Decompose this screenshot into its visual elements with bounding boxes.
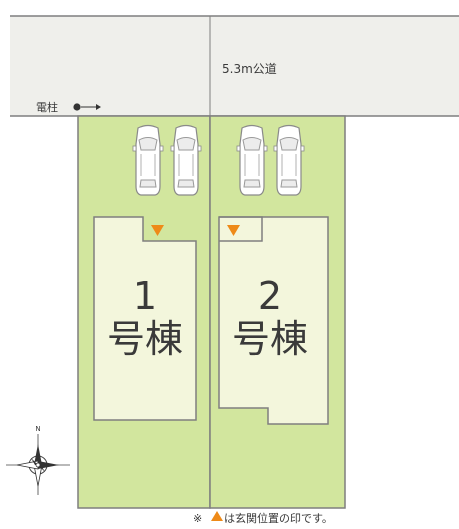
utility-pole-icon	[73, 103, 101, 111]
road-label: 5.3m公道	[222, 62, 277, 76]
entrance-triangle-icon	[227, 225, 240, 236]
legend-triangle-icon	[211, 511, 223, 521]
compass-rose-icon: N	[6, 425, 70, 495]
entrance-triangle-icon	[151, 225, 164, 236]
car-icon	[273, 124, 305, 196]
building-1	[93, 216, 197, 421]
building-2-entrance-recess	[219, 216, 263, 242]
unit-2-name: 号棟	[232, 317, 308, 361]
building-2	[218, 216, 329, 425]
unit-1-name: 号棟	[107, 317, 183, 361]
car-icon	[236, 124, 268, 196]
svg-text:N: N	[35, 425, 40, 433]
public-road	[10, 16, 459, 116]
utility-pole-label: 電柱	[36, 100, 58, 114]
unit-2-number: 2	[258, 274, 282, 318]
legend-note-prefix: ※	[193, 512, 202, 525]
legend-note-text: は玄関位置の印です。	[224, 511, 333, 525]
unit-1-number: 1	[133, 274, 157, 318]
car-icon	[170, 124, 202, 196]
car-icon	[132, 124, 164, 196]
